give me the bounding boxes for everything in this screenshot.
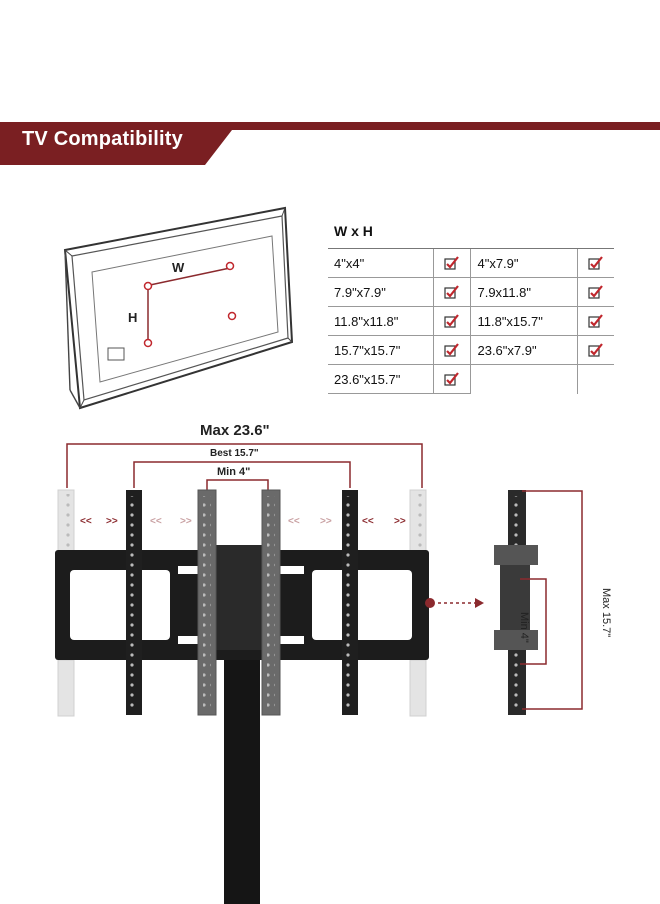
size-cell: 7.9"x7.9": [328, 277, 434, 307]
size-cell: 11.8"x15.7": [470, 306, 578, 336]
width-label: W: [172, 260, 185, 275]
tv-back-diagram: [63, 206, 294, 410]
size-cell: 23.6"x7.9": [470, 335, 578, 365]
check-icon: [576, 306, 614, 336]
header-banner: [0, 122, 660, 165]
empty-cell: [576, 364, 614, 394]
table-row: 15.7"x15.7" 23.6"x7.9": [328, 335, 614, 365]
arrow-left-icon: <<: [80, 516, 92, 527]
check-icon: [433, 335, 472, 365]
size-cell: 15.7"x15.7": [328, 335, 434, 365]
arrow-left-icon: <<: [150, 516, 162, 527]
check-icon: [576, 248, 614, 278]
size-cell: 7.9x11.8": [470, 277, 578, 307]
arrow-right-icon: >>: [106, 516, 118, 527]
best-spacing-label: Best 15.7": [210, 448, 259, 459]
side-min-label: Min 4": [518, 612, 530, 643]
size-cell: 11.8"x11.8": [328, 306, 434, 336]
compatibility-table: W x H 4"x4" 4"x7.9" 7.9"x7.9" 7.9x11.8" …: [328, 212, 614, 394]
check-icon: [576, 277, 614, 307]
check-icon: [433, 364, 472, 394]
side-max-label: Max 15.7": [600, 588, 612, 638]
arrow-right-icon: >>: [180, 516, 192, 527]
arrow-right-icon: >>: [320, 516, 332, 527]
mount-bracket-diagram: [55, 443, 583, 904]
arrow-right-icon: >>: [394, 516, 406, 527]
table-row: 7.9"x7.9" 7.9x11.8": [328, 277, 614, 307]
min-spacing-label: Min 4": [217, 466, 251, 478]
arrow-left-icon: <<: [362, 516, 374, 527]
size-cell: 4"x4": [328, 248, 434, 278]
table-row: 4"x4" 4"x7.9": [328, 248, 614, 278]
check-icon: [576, 335, 614, 365]
page-title: TV Compatibility: [22, 128, 183, 150]
size-cell: 23.6"x15.7": [328, 364, 434, 394]
check-icon: [433, 306, 472, 336]
height-label: H: [128, 310, 138, 325]
arrow-left-icon: <<: [288, 516, 300, 527]
check-icon: [433, 248, 472, 278]
table-header: W x H: [328, 212, 614, 249]
max-spacing-label: Max 23.6": [200, 422, 270, 439]
table-row: 23.6"x15.7": [328, 364, 614, 394]
size-cell: 4"x7.9": [470, 248, 578, 278]
check-icon: [433, 277, 472, 307]
size-cell: [471, 365, 577, 394]
table-row: 11.8"x11.8" 11.8"x15.7": [328, 306, 614, 336]
